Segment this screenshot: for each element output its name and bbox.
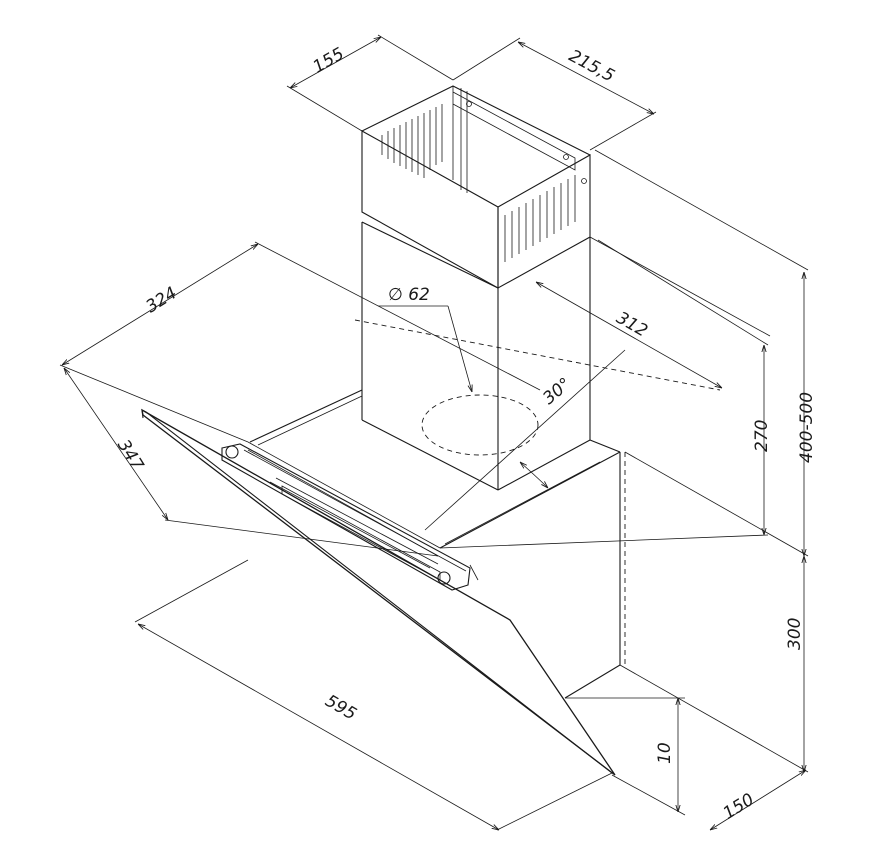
label-300: 300: [785, 618, 805, 650]
label-595: 595: [322, 691, 360, 725]
mounting-bracket: [452, 88, 587, 193]
dim-total-height-range: 400-500: [594, 149, 817, 557]
dim-bottom-height: 10: [565, 697, 686, 816]
dim-chimney-height: 270: [439, 239, 772, 549]
label-270: 270: [752, 420, 772, 452]
dim-chimney-width: 215,5: [452, 37, 657, 151]
label-10: 10: [655, 742, 675, 764]
label-215-5: 215,5: [565, 46, 617, 87]
label-diameter-62: ∅ 62: [388, 285, 430, 305]
dim-duct-diameter: ∅ 62: [378, 285, 472, 392]
dim-body-height: 300: [619, 556, 809, 773]
dim-hood-depth: 324: [59, 241, 541, 443]
vent-slots-right: [504, 175, 576, 262]
label-155: 155: [310, 44, 348, 78]
hood-body: [247, 389, 621, 699]
chimney-lower-duct: [361, 221, 591, 491]
label-30-deg: 30°: [539, 374, 575, 409]
label-150: 150: [720, 790, 758, 824]
chimney-upper-box: [361, 85, 591, 289]
vent-slots-left: [381, 104, 443, 178]
dim-wall-offset: 150: [710, 770, 806, 830]
dim-panel-height: 347: [64, 368, 439, 557]
dim-outlet-offset: 312: [536, 236, 771, 388]
label-347: 347: [113, 436, 147, 474]
dim-chimney-depth: 155: [286, 34, 454, 132]
label-400-500: 400-500: [797, 392, 817, 463]
